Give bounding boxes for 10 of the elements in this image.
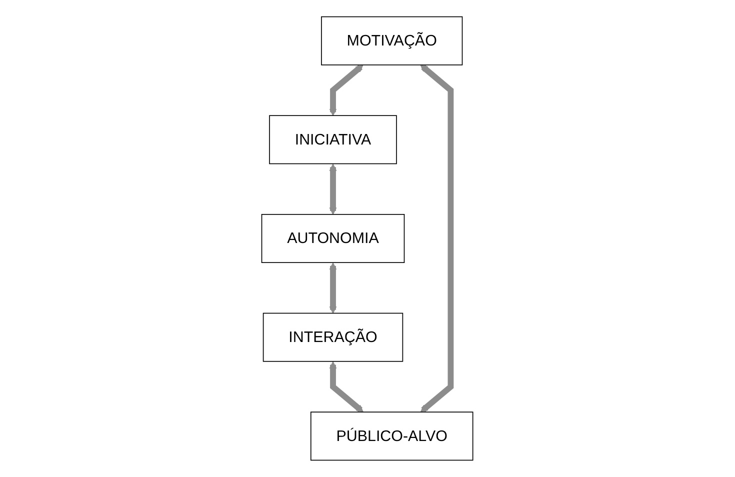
arrow (329, 262, 337, 314)
node-box: MOTIVAÇÃO (321, 16, 463, 66)
arrow (420, 64, 454, 412)
arrow (329, 164, 337, 215)
node-box: INICIATIVA (269, 115, 398, 164)
arrow (329, 64, 364, 116)
node-box: AUTONOMIA (262, 214, 405, 263)
arrow (329, 361, 364, 412)
node-box: INTERAÇÃO (263, 312, 404, 362)
node-box: PÚBLICO-ALVO (310, 412, 474, 461)
